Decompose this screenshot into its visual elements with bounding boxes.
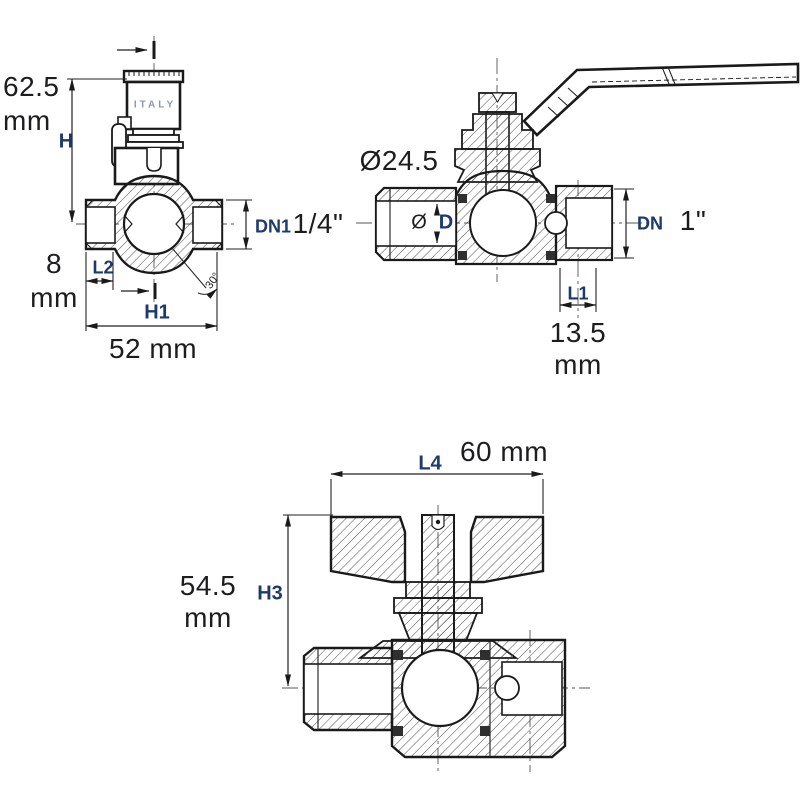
bottom-view-drawing — [282, 471, 590, 775]
dim-h-value-number: 62.5 — [3, 71, 60, 102]
dim-l4-value: 60 mm — [459, 436, 549, 467]
dim-h-letter: H — [58, 130, 74, 153]
dim-h3-value-unit: mm — [184, 602, 232, 633]
dim-l1-value-number: 13.5 — [549, 317, 607, 348]
dim-l2-value: 8 mm — [30, 247, 78, 315]
dim-l1-value: 13.5 mm — [550, 317, 607, 381]
dim-l4-letter: L4 — [418, 452, 442, 475]
side-view-drawing — [356, 58, 800, 318]
handle-diameter-value: Ø24.5 — [359, 145, 439, 176]
dim-h1-value: 52 mm — [108, 333, 198, 364]
dim-l1-value-unit: mm — [554, 349, 602, 380]
brand-text: ITALY — [133, 99, 177, 111]
dim-l2-value-unit: mm — [30, 282, 78, 313]
dim-h1-letter: H1 — [144, 301, 170, 324]
dim-h3-value-number: 54.5 — [179, 570, 237, 601]
dim-l2-value-number: 8 — [45, 248, 63, 279]
dim-h3-letter: H3 — [257, 582, 283, 605]
bore-diameter-letter: D — [438, 211, 454, 234]
dim-dn1-letter: DN1 — [254, 216, 292, 237]
dim-dn1-value: 1/4" — [292, 208, 344, 239]
front-view-drawing — [67, 36, 252, 331]
dim-h-value: 62.5 mm — [3, 70, 60, 138]
dim-dn-letter: DN — [637, 213, 663, 234]
dim-dn-value: 1" — [679, 205, 707, 236]
dim-h-value-unit: mm — [3, 105, 51, 136]
dim-l1-letter: L1 — [567, 283, 589, 304]
dim-h3-value: 54.5 mm — [180, 570, 237, 634]
dim-l2-letter: L2 — [92, 257, 114, 278]
bore-diameter-symbol: Ø — [411, 211, 427, 234]
